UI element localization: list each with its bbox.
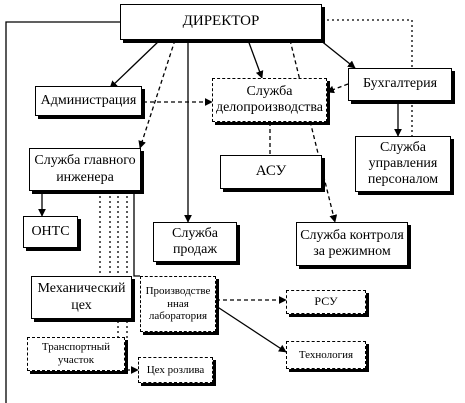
accounting-label: Бухгалтерия	[362, 76, 438, 92]
hr-service-label: Служба управления персоналом	[367, 139, 439, 188]
mechanical-shop-box: Механический цех	[31, 276, 132, 319]
transport-section-box: Транспортный участок	[27, 337, 125, 371]
connector-director-records	[247, 39, 264, 79]
connector-engineer-transport	[117, 191, 125, 351]
sales-box: Служба продаж	[153, 222, 237, 262]
technology-box: Технология	[286, 341, 366, 369]
connector-director-left-rail	[5, 21, 120, 403]
asu-box: АСУ	[220, 155, 322, 189]
regime-control-box: Служба контроля за режимном	[296, 222, 408, 266]
production-lab-box: Производстве нная лаборатория	[140, 276, 216, 332]
transport-section-label: Транспортный участок	[41, 341, 111, 366]
bottling-shop-label: Цех розлива	[146, 363, 205, 376]
rsu-label: РСУ	[314, 294, 338, 309]
bottling-shop-box: Цех розлива	[138, 357, 213, 383]
rsu-box: РСУ	[286, 290, 366, 314]
chief-engineer-label: Служба главного инженера	[34, 153, 136, 185]
connector-accounting-records	[326, 83, 349, 94]
onts-box: ОНТС	[23, 216, 78, 248]
sales-label: Служба продаж	[172, 225, 218, 257]
administration-box: Администрация	[35, 86, 142, 116]
connector-engineer-bottling	[126, 191, 139, 374]
director-label: ДИРЕКТОР	[182, 13, 260, 30]
hr-service-box: Служба управления персоналом	[355, 136, 451, 192]
connector-lab-technology	[215, 305, 287, 353]
connector-engineer-lab	[133, 191, 140, 277]
connector-director-accounting	[319, 39, 356, 69]
accounting-box: Бухгалтерия	[348, 68, 452, 101]
connector-director-administration	[109, 39, 161, 89]
chief-engineer-box: Служба главного инженера	[29, 148, 141, 191]
administration-label: Администрация	[40, 92, 137, 108]
production-lab-label: Производстве нная лаборатория	[145, 285, 211, 323]
records-service-label: Служба делопроизводства	[215, 83, 324, 115]
records-service-box: Служба делопроизводства	[212, 78, 327, 122]
connector-director-regime	[289, 39, 338, 223]
connector-director-chief-engineer	[138, 39, 176, 149]
director-box: ДИРЕКТОР	[120, 4, 322, 40]
onts-label: ОНТС	[31, 223, 70, 239]
mechanical-shop-label: Механический цех	[37, 281, 126, 313]
asu-label: АСУ	[255, 163, 287, 180]
regime-control-label: Служба контроля за режимном	[300, 227, 404, 259]
technology-label: Технология	[298, 348, 354, 361]
connector-director-hr	[322, 19, 413, 136]
